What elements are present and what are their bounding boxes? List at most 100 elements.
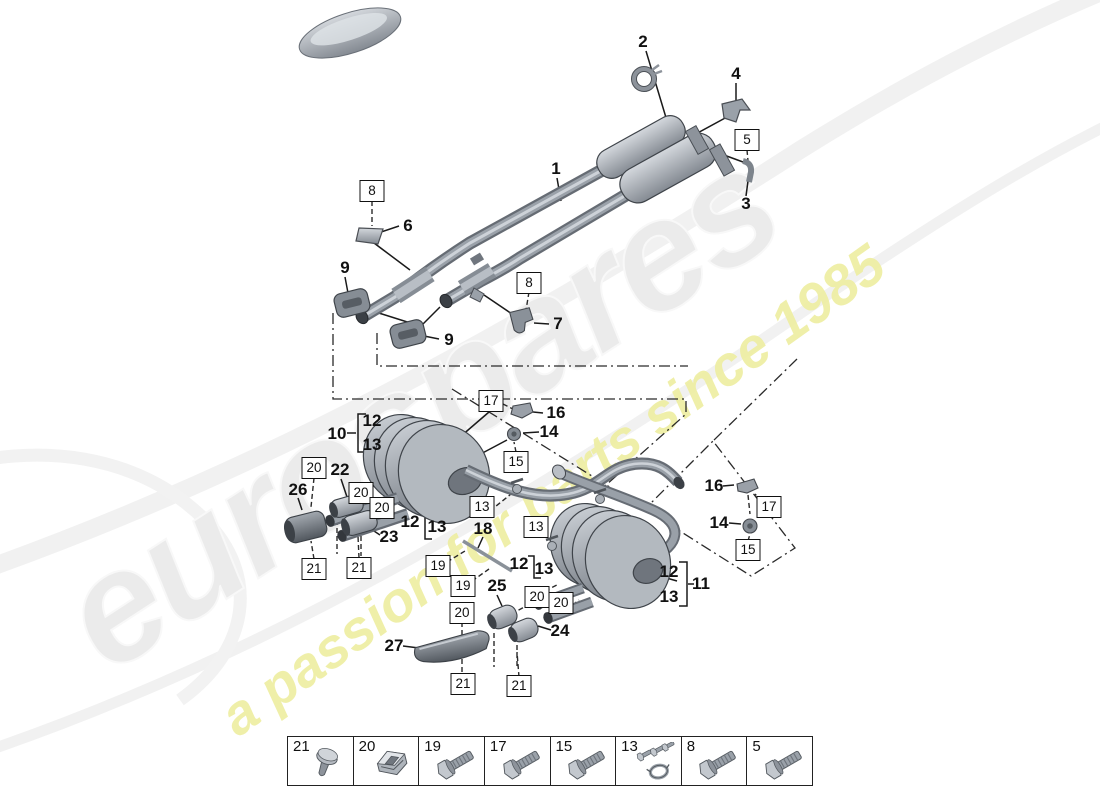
- part-callout-16[interactable]: 16: [704, 476, 724, 495]
- part-callout-6[interactable]: 6: [403, 216, 413, 235]
- front-exhaust-pipes: [355, 115, 736, 325]
- clamp-part-13: [510, 477, 607, 551]
- car-silhouette: [298, 7, 402, 59]
- part-callout-12[interactable]: 12: [659, 562, 679, 581]
- bolt-icon: [502, 742, 548, 784]
- bolt-icon: [764, 742, 810, 784]
- pipe-bracket: [469, 287, 485, 303]
- rivet-icon: [305, 742, 351, 784]
- part-callout-13[interactable]: 13: [534, 559, 554, 578]
- boxed-callout-21[interactable]: 21: [506, 675, 532, 697]
- boxed-callout-5[interactable]: 5: [734, 129, 760, 151]
- part-callout-11[interactable]: 11: [692, 574, 710, 593]
- legend-item-21: 21: [288, 737, 354, 785]
- part-callout-13[interactable]: 13: [362, 435, 382, 454]
- boxed-callout-20[interactable]: 20: [369, 497, 395, 519]
- mount-part-14-left: [506, 426, 522, 442]
- legend-item-5: 5: [747, 737, 812, 785]
- legend-item-number: 15: [555, 738, 573, 755]
- clipnut-icon: [370, 742, 416, 784]
- boxed-callout-13[interactable]: 13: [469, 496, 495, 518]
- boxed-callout-20[interactable]: 20: [548, 592, 574, 614]
- part-callout-26[interactable]: 26: [288, 480, 308, 499]
- part-callout-13[interactable]: 13: [427, 517, 447, 536]
- bracket-part-6: [355, 227, 384, 245]
- mount-part-9b: [389, 319, 427, 349]
- muffler-part-11: [533, 464, 681, 624]
- part-callout-14[interactable]: 14: [709, 513, 729, 532]
- bracket-part-4: [721, 98, 752, 123]
- boxed-callout-15[interactable]: 15: [735, 539, 761, 561]
- bracket-part-16-right: [736, 478, 759, 494]
- clamp-part-2: [631, 63, 663, 92]
- tailpipe-part-23: [341, 510, 378, 536]
- legend-item-number: 21: [293, 738, 310, 755]
- boxed-callout-15[interactable]: 15: [503, 451, 529, 473]
- hanger-part-7: [509, 307, 534, 334]
- boxed-callout-17[interactable]: 17: [756, 496, 782, 518]
- watermark-swoosh: [0, 122, 1100, 753]
- legend-item-number: 8: [686, 738, 696, 755]
- watermark-swoosh: [0, 448, 247, 706]
- legend-item-13: 13: [616, 737, 682, 785]
- boxed-callout-20[interactable]: 20: [524, 586, 550, 608]
- part-callout-25[interactable]: 25: [487, 576, 507, 595]
- part-callout-22[interactable]: 22: [330, 460, 350, 479]
- fastener-legend: 21 20 19 17 15 13 8 5: [287, 736, 813, 786]
- boxed-callout-8[interactable]: 8: [516, 272, 542, 294]
- part-callout-9[interactable]: 9: [340, 258, 350, 277]
- part-callout-7[interactable]: 7: [553, 314, 563, 333]
- legend-item-17: 17: [485, 737, 551, 785]
- part-callout-12[interactable]: 12: [400, 512, 420, 531]
- legend-item-number: 17: [489, 738, 507, 755]
- parts-drawings: [283, 7, 759, 663]
- legend-item-15: 15: [551, 737, 617, 785]
- part-callout-23[interactable]: 23: [379, 527, 399, 546]
- boxed-callout-20[interactable]: 20: [449, 602, 475, 624]
- part-callout-4[interactable]: 4: [731, 64, 741, 83]
- part-callout-9[interactable]: 9: [444, 330, 454, 349]
- part-callout-14[interactable]: 14: [539, 422, 559, 441]
- boxed-callout-8[interactable]: 8: [359, 180, 385, 202]
- boxed-callout-21[interactable]: 21: [346, 557, 372, 579]
- boxed-callout-19[interactable]: 19: [450, 575, 476, 597]
- legend-item-number: 13: [621, 738, 638, 755]
- part-callout-16[interactable]: 16: [546, 403, 566, 422]
- legend-item-19: 19: [419, 737, 485, 785]
- boxed-callout-20[interactable]: 20: [301, 457, 327, 479]
- part-callout-10[interactable]: 10: [327, 424, 347, 443]
- boxed-callout-20[interactable]: 20: [348, 482, 374, 504]
- legend-item-20: 20: [354, 737, 420, 785]
- part-callout-12[interactable]: 12: [362, 411, 382, 430]
- legend-item-8: 8: [682, 737, 748, 785]
- part-callout-13[interactable]: 13: [659, 587, 679, 606]
- legend-item-number: 19: [424, 738, 441, 755]
- boxed-callout-19[interactable]: 19: [425, 555, 451, 577]
- legend-item-number: 20: [358, 738, 376, 755]
- multi-icon: [633, 742, 679, 784]
- bracket-part-16-left: [510, 402, 534, 419]
- bolt-icon: [698, 742, 744, 784]
- part-callout-2[interactable]: 2: [638, 32, 648, 51]
- part-callout-18[interactable]: 18: [473, 519, 493, 538]
- bolt-icon: [567, 742, 613, 784]
- boxed-callout-21[interactable]: 21: [450, 673, 476, 695]
- tailpipe-part-25: [487, 604, 518, 630]
- part-callout-3[interactable]: 3: [741, 194, 751, 213]
- legend-item-number: 5: [752, 738, 761, 755]
- boxed-callout-13[interactable]: 13: [523, 516, 549, 538]
- mount-part-14-right: [742, 518, 758, 534]
- diffuser-part-27: [413, 630, 490, 663]
- mount-part-9a: [333, 288, 371, 318]
- part-callout-24[interactable]: 24: [550, 621, 570, 640]
- boxed-callout-17[interactable]: 17: [478, 390, 504, 412]
- clamp-rod-part-18: [462, 539, 513, 573]
- elbow-part-3: [742, 158, 755, 183]
- part-callout-1[interactable]: 1: [551, 159, 561, 178]
- part-callout-27[interactable]: 27: [384, 636, 404, 655]
- bolt-icon: [436, 742, 482, 784]
- boxed-callout-21[interactable]: 21: [301, 558, 327, 580]
- part-callout-12[interactable]: 12: [509, 554, 529, 573]
